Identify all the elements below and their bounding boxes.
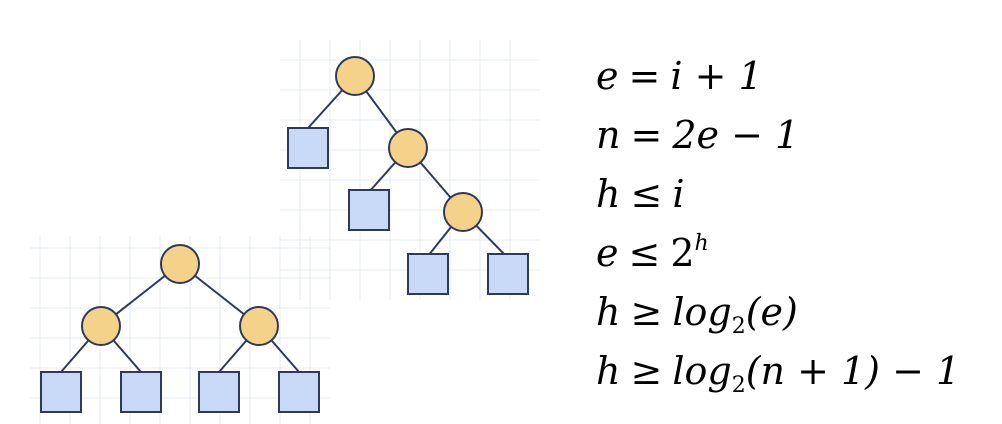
complete-tree-svg xyxy=(30,236,330,424)
formula-edges-power: e≤2h xyxy=(596,229,996,288)
formula-operator: ≤ xyxy=(630,172,663,216)
internal-node xyxy=(335,56,375,96)
complete-tree-diagram xyxy=(30,236,330,424)
internal-node xyxy=(388,128,428,168)
leaf-node xyxy=(487,253,529,295)
formula-height-log-e: h≥log2(e) xyxy=(596,288,996,347)
leaf-node xyxy=(40,371,82,413)
formula-height-log-n: h≥log2(n + 1) − 1 xyxy=(596,347,996,406)
skewed-tree-diagram xyxy=(280,40,540,300)
formula-list: e=i + 1 n=2e − 1 h≤i e≤2h h≥log2(e) h≥lo… xyxy=(596,52,996,406)
formula-rhs: i xyxy=(672,172,685,216)
formula-rhs: 2e − 1 xyxy=(672,113,800,157)
formula-lhs: h xyxy=(596,290,621,334)
formula-base: 2 xyxy=(670,231,695,275)
leaf-node xyxy=(198,371,240,413)
formula-subscript: 2 xyxy=(731,314,746,339)
formula-function: log xyxy=(672,349,732,393)
skewed-tree-svg xyxy=(280,40,540,300)
formula-operator: ≤ xyxy=(628,231,661,275)
formula-lhs: e xyxy=(596,231,619,275)
formula-lhs: h xyxy=(596,172,621,216)
formula-edges-internal: e=i + 1 xyxy=(596,52,996,111)
formula-lhs: n xyxy=(596,113,621,157)
formula-exponent: h xyxy=(694,231,709,256)
formula-operator: = xyxy=(628,54,661,98)
leaf-node xyxy=(407,253,449,295)
leaf-node xyxy=(348,189,390,231)
formula-operator: ≥ xyxy=(630,349,663,393)
internal-node xyxy=(443,192,483,232)
formula-rhs: i + 1 xyxy=(670,54,763,98)
formula-argument: (e) xyxy=(745,290,798,334)
formula-operator: ≥ xyxy=(630,290,663,334)
formula-height-internal: h≤i xyxy=(596,170,996,229)
formula-argument: (n + 1) − 1 xyxy=(745,349,961,393)
formula-lhs: h xyxy=(596,349,621,393)
leaf-node xyxy=(278,371,320,413)
formula-function: log xyxy=(672,290,732,334)
formula-nodes-edges: n=2e − 1 xyxy=(596,111,996,170)
internal-node xyxy=(160,244,200,284)
formula-subscript: 2 xyxy=(731,373,746,398)
formula-lhs: e xyxy=(596,54,619,98)
internal-node xyxy=(239,306,279,346)
formula-operator: = xyxy=(630,113,663,157)
leaf-node xyxy=(287,127,329,169)
internal-node xyxy=(81,306,121,346)
leaf-node xyxy=(120,371,162,413)
